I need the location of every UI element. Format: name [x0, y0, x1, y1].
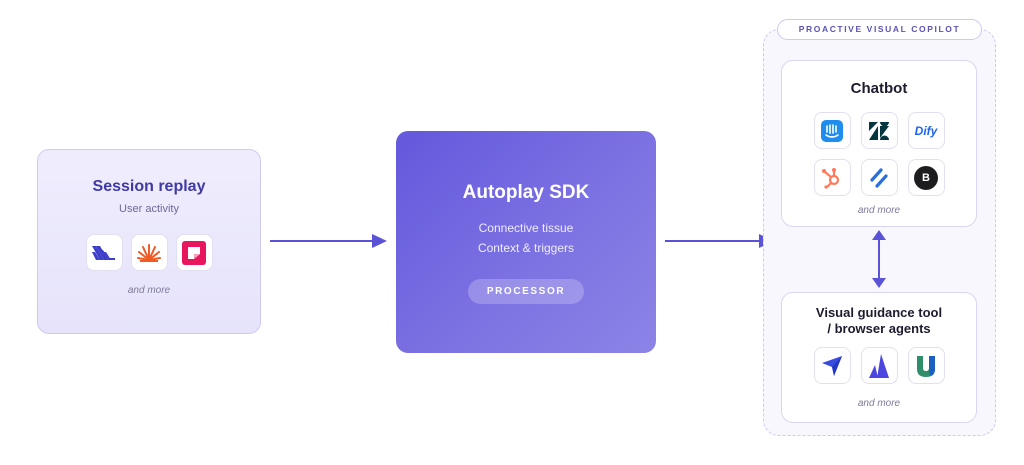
- hubspot-logo-icon: [813, 159, 851, 196]
- dify-logo-text: Dify: [914, 123, 938, 138]
- sdk-title: Autoplay SDK: [462, 182, 590, 203]
- copilot-label: PROACTIVE VISUAL COPILOT: [777, 19, 982, 40]
- guidance-icons: [782, 347, 976, 384]
- guidance-more: and more: [857, 398, 901, 409]
- zendesk-logo-icon: [860, 112, 898, 149]
- arrow-sdk-to-copilot: [665, 234, 774, 248]
- chatbot-more: and more: [857, 205, 901, 216]
- intercom-logo-icon: [813, 112, 851, 149]
- guidance-title-line1: Visual guidance tool: [815, 305, 943, 320]
- chatbot-icons: Dify: [782, 112, 976, 196]
- autoplay-sdk-card: Autoplay SDK Connective tissue Context &…: [396, 131, 656, 353]
- send-arrow-logo-icon: [813, 347, 851, 384]
- posthog-logo-icon: [85, 234, 123, 271]
- session-replay-more: and more: [127, 285, 171, 296]
- sdk-line-context: Context & triggers: [477, 241, 575, 255]
- guidance-title: Visual guidance tool / browser agents: [782, 305, 976, 337]
- b-logo-text: B: [922, 171, 930, 184]
- guidance-title-line2: / browser agents: [827, 321, 931, 336]
- slash-logo-icon: [860, 159, 898, 196]
- processor-badge: PROCESSOR: [468, 279, 584, 304]
- arrow-session-to-sdk: [270, 234, 387, 248]
- chatbot-card: Chatbot: [781, 60, 977, 227]
- session-replay-subtitle: User activity: [119, 203, 179, 215]
- session-replay-title: Session replay: [92, 178, 206, 195]
- hotjar-logo-icon: [130, 234, 168, 271]
- fullstory-logo-icon: [175, 234, 213, 271]
- sdk-line-connective: Connective tissue: [478, 221, 574, 235]
- sail-logo-icon: [860, 347, 898, 384]
- session-replay-icons: [38, 234, 260, 271]
- chatbot-title: Chatbot: [850, 80, 908, 97]
- u-logo-icon: [907, 347, 945, 384]
- session-replay-card: Session replay User activity: [37, 149, 261, 334]
- visual-guidance-card: Visual guidance tool / browser agents an…: [781, 292, 977, 423]
- b-logo-icon: B: [907, 159, 945, 196]
- bidirectional-arrow: [872, 230, 886, 288]
- dify-logo-icon: Dify: [907, 112, 945, 149]
